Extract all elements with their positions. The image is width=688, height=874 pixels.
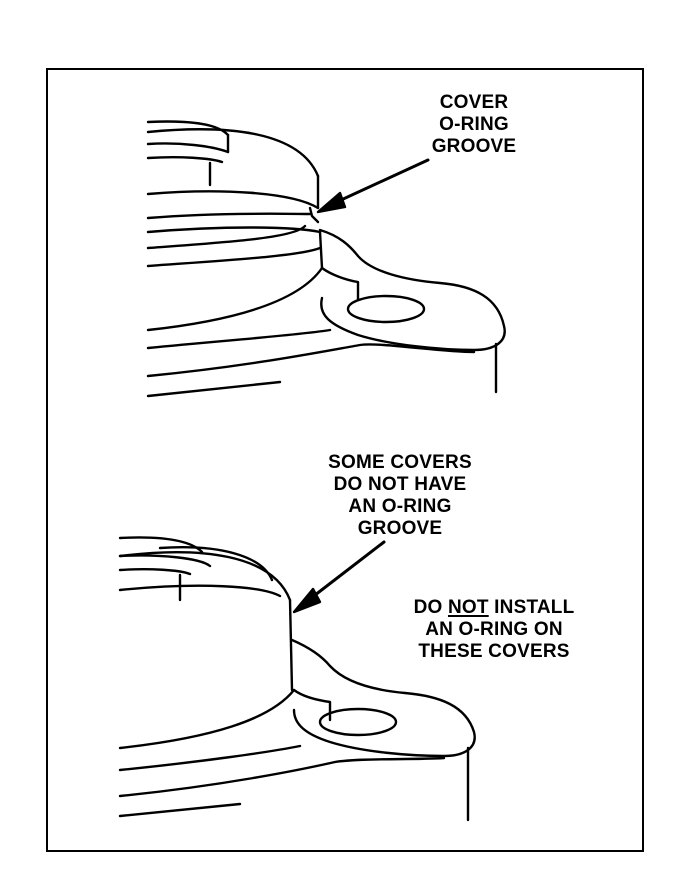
- emphasis-not: NOT: [447, 597, 489, 618]
- bottom-arrow-line: [304, 540, 386, 604]
- top-cover-lower-edge: [146, 190, 320, 210]
- callout-oring-groove: COVER O-RING GROOVE: [404, 92, 544, 158]
- callout-top-line-1: COVER: [439, 92, 509, 113]
- callout-right-line-1: DO NOT INSTALL: [413, 597, 575, 618]
- callout-middle-line-4: GROOVE: [357, 518, 443, 539]
- callout-middle-line-2: DO NOT HAVE: [333, 474, 467, 495]
- cover-without-groove-drawing: [118, 536, 476, 822]
- oring-groove-notch: [308, 206, 320, 224]
- bottom-base-edge-3: [118, 802, 242, 818]
- bottom-hub-ring-3: [118, 568, 192, 576]
- bottom-arrowhead: [292, 587, 322, 614]
- callout-middle-line-1: SOME COVERS: [328, 452, 472, 473]
- callout-middle-line-3: AN O-RING: [348, 496, 452, 517]
- top-body-edge-1: [146, 224, 307, 250]
- top-base-edge-2: [146, 343, 476, 378]
- bottom-cover-top-edge: [118, 551, 292, 602]
- callout-no-groove: SOME COVERS DO NOT HAVE AN O-RING GROOVE: [300, 452, 500, 540]
- top-bolt-hole: [346, 294, 426, 324]
- bottom-body-bottom: [118, 688, 296, 750]
- top-arrowhead: [316, 191, 347, 214]
- callout-do-not-install: DO NOT INSTALL AN O-RING ON THESE COVERS: [384, 597, 604, 663]
- top-flange-outline: [318, 228, 506, 352]
- top-hub-ring-2: [146, 142, 230, 154]
- figure-frame: [46, 68, 644, 852]
- top-body-edge-2: [146, 246, 322, 268]
- top-base-edge-1: [146, 328, 332, 350]
- bottom-base-edge-2: [118, 756, 446, 798]
- bottom-hub-ring-2: [118, 554, 212, 568]
- bottom-hub-top: [158, 546, 274, 582]
- bottom-flange-outline: [290, 638, 476, 758]
- oring-groove-upper: [146, 212, 312, 220]
- callout-right-line-3: THESE COVERS: [418, 641, 570, 662]
- callout-top-line-2: O-RING: [439, 114, 509, 135]
- callout-right-line-2: AN O-RING ON: [425, 619, 563, 640]
- top-body-right-side: [318, 230, 324, 270]
- bottom-flange-step: [292, 688, 332, 722]
- bottom-hub-ring-1: [118, 536, 204, 554]
- bottom-base-edge-1: [118, 744, 302, 772]
- callout-top-line-3: GROOVE: [431, 136, 517, 157]
- top-hub-ring-3: [146, 156, 224, 164]
- top-flange-step: [320, 266, 360, 302]
- bottom-inner-edge: [118, 584, 282, 598]
- oring-groove-lower: [146, 226, 322, 234]
- top-base-edge-3: [146, 380, 282, 398]
- top-hub-ring-1: [146, 120, 230, 137]
- bottom-cover-right-side: [288, 598, 294, 692]
- cover-with-groove-drawing: [146, 120, 506, 398]
- bottom-bolt-hole: [318, 707, 398, 737]
- top-body-bottom: [146, 266, 324, 332]
- top-arrow-line: [326, 158, 430, 208]
- top-cover-top-edge: [146, 128, 320, 178]
